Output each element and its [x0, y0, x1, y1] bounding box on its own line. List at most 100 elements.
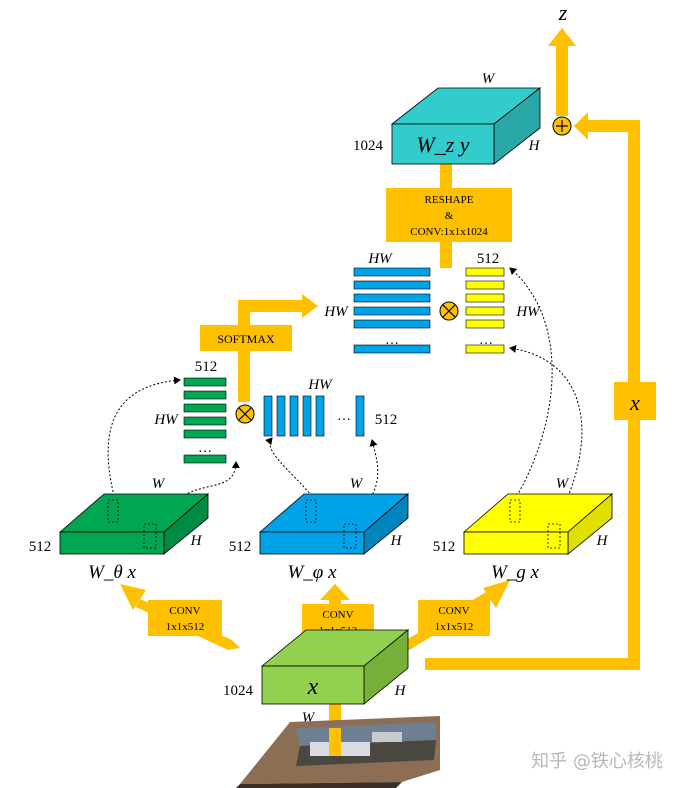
arrow-softmax-horizontal	[238, 300, 304, 312]
phi-matrix: HW 512 …	[263, 377, 398, 437]
conv-left-line1: CONV	[169, 605, 200, 617]
phi-right-label: 512	[375, 412, 398, 428]
reshape-line2: &	[445, 210, 454, 222]
skip-label: x	[629, 390, 640, 415]
theta-h: H	[190, 533, 203, 549]
theta-left-label: HW	[153, 412, 179, 428]
conv-right-line2: 1x1x512	[435, 621, 474, 633]
reshape-line1: RESHAPE	[425, 194, 474, 206]
g-right-label: HW	[515, 304, 541, 320]
phi-col-4	[302, 395, 312, 437]
phi-col-2	[276, 395, 286, 437]
theta-row-1	[183, 377, 227, 387]
x-block: x 1024 W H	[223, 629, 410, 726]
x-label: x	[307, 674, 319, 700]
x-depth: 1024	[223, 683, 254, 699]
attention-matrix: HW HW …	[323, 251, 431, 354]
arrow-to-phi-head	[320, 584, 350, 600]
g-block: 512 W H W_g x	[433, 476, 614, 583]
phi-col-1	[263, 395, 273, 437]
softmax-label: SOFTMAX	[217, 332, 275, 346]
phi-top-label: HW	[307, 377, 333, 393]
attn-row-5	[353, 319, 431, 329]
arrow-z-shaft	[556, 44, 568, 116]
skip-top	[588, 120, 640, 132]
phi-col-3	[289, 395, 299, 437]
g-label: W_g x	[491, 562, 540, 583]
phi-to-matrix-path	[265, 437, 313, 497]
g-row-2	[465, 280, 505, 290]
arrow-reshape-up	[440, 164, 452, 188]
theta-to-matrix-path	[107, 376, 181, 497]
theta-label: W_θ x	[88, 562, 136, 583]
phi-depth: 512	[229, 539, 252, 555]
theta-depth: 512	[29, 539, 52, 555]
g-h: H	[596, 533, 609, 549]
wz-depth: 1024	[353, 138, 384, 154]
wz-label: W_z y	[416, 132, 469, 157]
g-to-matrix-path	[509, 267, 553, 497]
conv-right: CONV 1x1x512	[418, 600, 490, 636]
attn-row-2	[353, 280, 431, 290]
theta-row-5	[183, 429, 227, 439]
wz-block: W_z y 1024 W H	[353, 71, 542, 165]
skip-head	[574, 112, 588, 140]
phi-dots: …	[337, 409, 351, 424]
theta-top-label: 512	[195, 359, 218, 375]
theta-row-2	[183, 390, 227, 400]
attn-row-last	[353, 344, 431, 354]
z-label: z	[558, 0, 568, 25]
reshape-box: RESHAPE & CONV:1x1x1024	[386, 188, 512, 242]
phi-h: H	[390, 533, 403, 549]
reshape-line3: CONV:1x1x1024	[410, 226, 488, 238]
conv-right-line1: CONV	[438, 605, 469, 617]
watermark: 知乎 @铁心核桃	[531, 751, 663, 772]
g-depth: 512	[433, 539, 456, 555]
arrow-reshape-down-shaft	[440, 240, 452, 268]
arrow-to-theta-head	[120, 584, 146, 610]
arrow-to-g-head	[483, 580, 510, 608]
attn-row-3	[353, 293, 431, 303]
attn-left-label: HW	[323, 304, 349, 320]
g-w: W	[556, 476, 570, 492]
g-matrix: 512 HW …	[465, 251, 541, 354]
g-top-label: 512	[477, 251, 500, 267]
theta-block: 512 W H W_θ x	[29, 476, 210, 583]
theta-row-last	[183, 454, 227, 464]
theta-row-3	[183, 403, 227, 413]
conv-mid-line1: CONV	[322, 609, 353, 621]
g-row-5	[465, 319, 505, 329]
attn-dots: …	[385, 333, 399, 348]
multiply-bottom	[235, 404, 255, 424]
input-image	[236, 716, 440, 788]
phi-col-last	[355, 395, 365, 437]
g-dots: …	[479, 333, 493, 348]
theta-matrix: 512 HW …	[153, 359, 227, 464]
skip-bottom	[425, 658, 640, 670]
conv-left-line2: 1x1x512	[166, 621, 205, 633]
arrow-z-head	[548, 28, 576, 46]
g-row-3	[465, 293, 505, 303]
theta-w: W	[152, 476, 166, 492]
conv-left: CONV 1x1x512	[148, 600, 222, 636]
arrow-softmax-head	[302, 294, 318, 318]
sum-node: z	[552, 0, 572, 136]
phi-block: 512 W H W_φ x	[229, 476, 410, 583]
wz-h: H	[528, 138, 541, 154]
multiply-top	[439, 301, 459, 321]
softmax-box: SOFTMAX	[200, 325, 292, 351]
theta-to-matrix-path-2	[154, 461, 240, 523]
attn-row-4	[353, 306, 431, 316]
theta-row-4	[183, 416, 227, 426]
phi-w: W	[350, 476, 364, 492]
g-row-4	[465, 306, 505, 316]
wz-w: W	[482, 71, 496, 87]
g-row-1	[465, 267, 505, 277]
g-row-last	[465, 344, 505, 354]
phi-col-5	[315, 395, 325, 437]
attn-top-label: HW	[367, 251, 393, 267]
x-h: H	[394, 683, 407, 699]
theta-dots: …	[198, 441, 212, 456]
